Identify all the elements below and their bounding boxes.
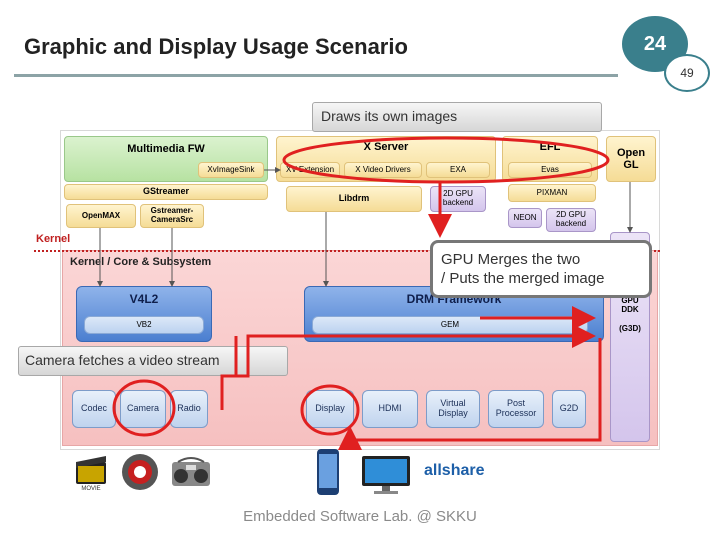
open-gl-label: Open GL bbox=[616, 146, 646, 171]
v4l2-label: V4L2 bbox=[129, 292, 159, 306]
device-hdmi: HDMI bbox=[362, 390, 418, 428]
efl-label: EFL bbox=[539, 141, 561, 153]
gpu-backend-2d-b-block: 2D GPU backend bbox=[546, 208, 596, 232]
sub-number-badge: 49 bbox=[664, 54, 710, 92]
draws-own-images-callout: Draws its own images bbox=[312, 102, 602, 132]
footer-text: Embedded Software Lab. @ SKKU bbox=[243, 508, 477, 525]
multimedia-fw-label: Multimedia FW bbox=[127, 143, 205, 155]
title-underline bbox=[14, 74, 618, 77]
gst-camerasrc-block: Gstreamer-CameraSrc bbox=[140, 204, 204, 228]
allshare-logo: allshare bbox=[424, 462, 488, 484]
slide-title: Graphic and Display Usage Scenario bbox=[24, 34, 408, 59]
gem-block: GEM bbox=[312, 316, 588, 334]
pixman-block: PIXMAN bbox=[508, 184, 596, 202]
device-g2d: G2D bbox=[552, 390, 586, 428]
gstreamer-block: GStreamer bbox=[64, 184, 268, 200]
camera-app-icon bbox=[120, 452, 160, 492]
neon-block: NEON bbox=[508, 208, 542, 228]
kernel-label: Kernel bbox=[36, 233, 71, 245]
movie-clapper-icon: MOVIE bbox=[74, 452, 108, 492]
evas-block: Evas bbox=[508, 162, 592, 178]
device-post-processor: Post Processor bbox=[488, 390, 544, 428]
x-server-label: X Server bbox=[363, 141, 409, 153]
kernel-divider bbox=[34, 250, 660, 252]
movie-label: MOVIE bbox=[81, 486, 100, 492]
exa-block: EXA bbox=[426, 162, 490, 178]
libdrm-block: Libdrm bbox=[286, 186, 422, 212]
device-display: Display bbox=[306, 390, 354, 428]
page-number-badge: 24 bbox=[622, 16, 688, 72]
smartphone-icon bbox=[316, 448, 340, 496]
device-camera: Camera bbox=[120, 390, 166, 428]
g3d-label: (G3D) bbox=[619, 323, 641, 333]
x-video-drivers-block: X Video Drivers bbox=[344, 162, 422, 178]
xvimagesink-block: XvImageSink bbox=[198, 162, 264, 178]
xv-extension-block: XV Extension bbox=[280, 162, 340, 178]
gpu-merge-line1: GPU Merges the two bbox=[441, 250, 581, 268]
openmax-block: OpenMAX bbox=[66, 204, 136, 228]
kernel-core-label: Kernel / Core & Subsystem bbox=[70, 256, 212, 268]
vb2-block: VB2 bbox=[84, 316, 204, 334]
device-virtual-display: Virtual Display bbox=[426, 390, 480, 428]
device-codec: Codec bbox=[72, 390, 116, 428]
gpu-ddk-label: GPU DDK bbox=[621, 296, 639, 314]
monitor-icon bbox=[360, 454, 412, 496]
device-radio: Radio bbox=[170, 390, 208, 428]
allshare-logo-text: allshare bbox=[424, 462, 485, 479]
camera-stream-callout: Camera fetches a video stream bbox=[18, 346, 288, 376]
gpu-merge-line2: / Puts the merged image bbox=[441, 270, 605, 287]
radio-boombox-icon bbox=[170, 454, 212, 490]
gpu-merge-callout: GPU Merges the two / Puts the merged ima… bbox=[430, 240, 652, 298]
gpu-backend-2d-block: 2D GPU backend bbox=[430, 186, 486, 212]
open-gl-block: Open GL bbox=[606, 136, 656, 182]
